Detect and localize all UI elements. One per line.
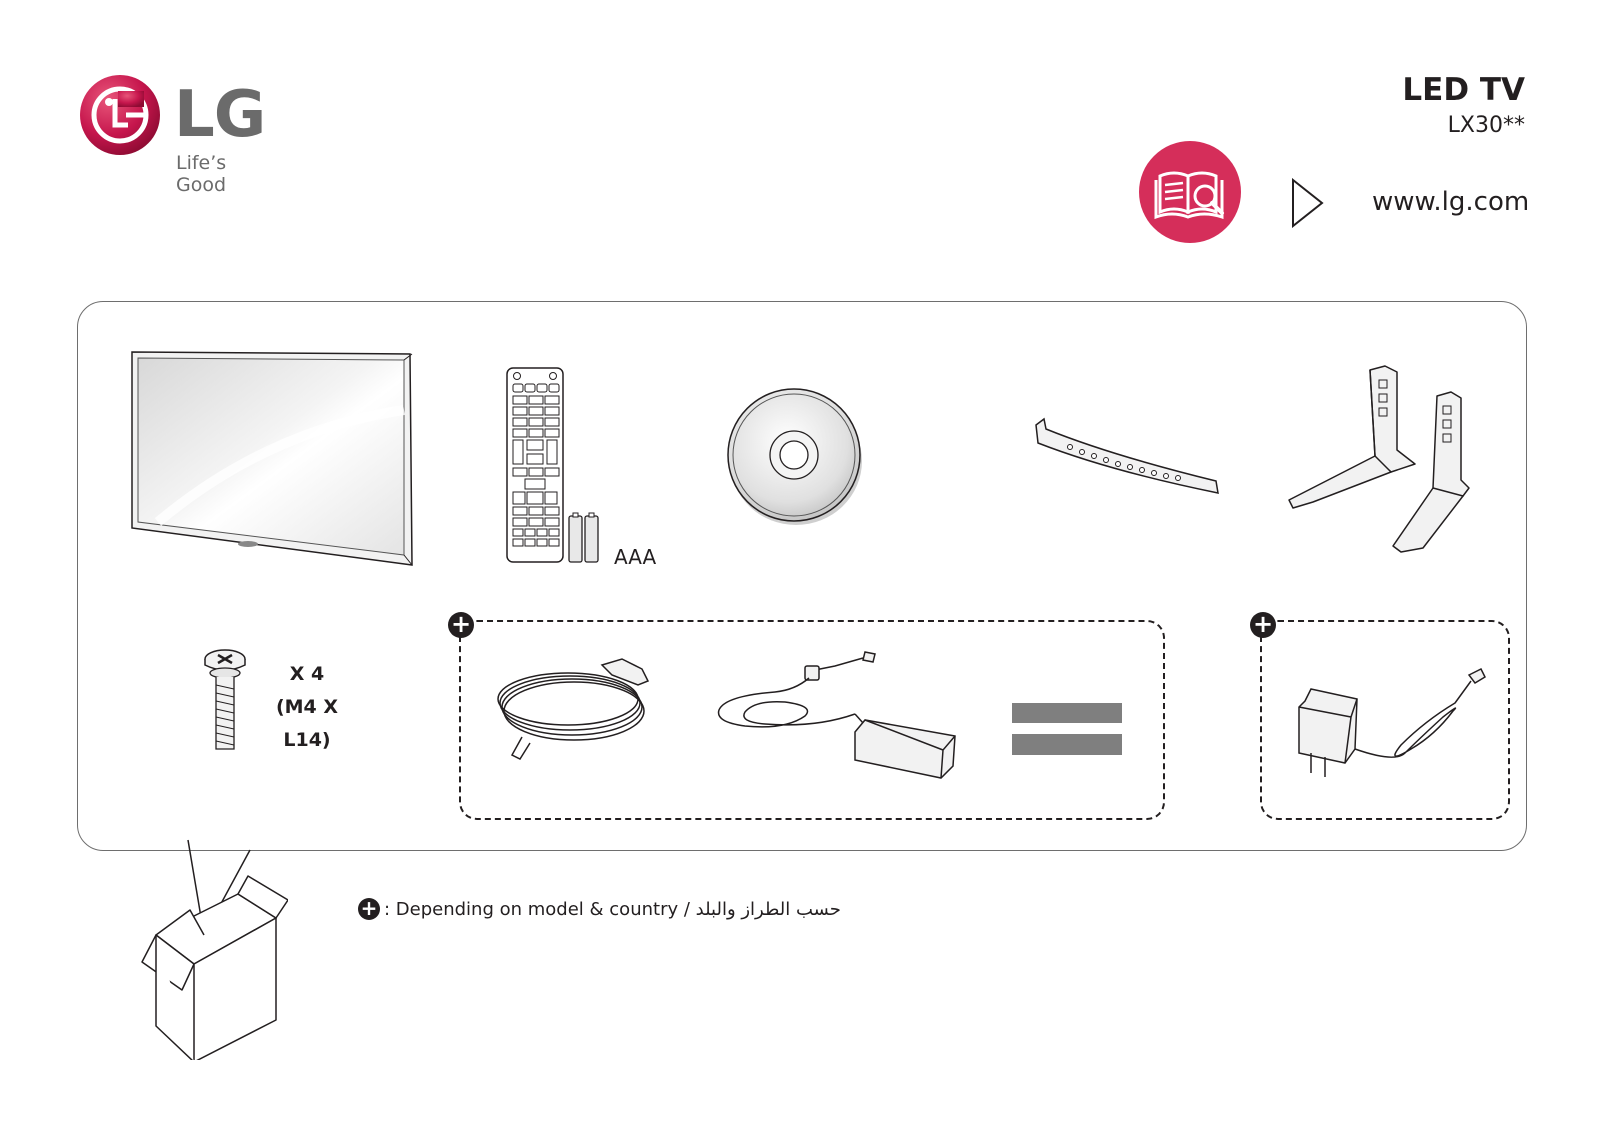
- screw-label: X 4 (M4 X L14): [252, 658, 362, 757]
- model-number: LX30**: [1447, 113, 1525, 138]
- product-title: LED TV: [1402, 72, 1525, 108]
- components-panel: [77, 301, 1527, 851]
- ac-dc-adapter-illustration: [717, 651, 956, 779]
- lg-logo: LG Life’s Good: [78, 73, 278, 196]
- triangle-arrow-icon: [1292, 178, 1324, 228]
- lg-logo-mark: [80, 75, 160, 155]
- batteries-label: AAA: [614, 545, 657, 569]
- wall-adapter-illustration: [1298, 667, 1486, 777]
- screw-quantity: X 4: [289, 663, 325, 685]
- equals-sign-illustration: [1012, 703, 1122, 755]
- stand-illustration: [1288, 365, 1470, 553]
- manual-book-icon: [1139, 141, 1241, 243]
- batteries-illustration: [568, 512, 599, 563]
- optional-marker-icon: +: [448, 612, 474, 638]
- footnote: + : Depending on model & country / حسب ا…: [358, 896, 841, 922]
- package-box-illustration: [141, 839, 288, 1060]
- lg-slogan: Life’s Good: [176, 152, 227, 196]
- screw-spec: (M4 X L14): [275, 696, 339, 751]
- optional-power-group: [459, 620, 1165, 820]
- lg-wordmark: LG: [174, 78, 266, 152]
- tv-illustration: [131, 351, 413, 566]
- cd-illustration: [727, 388, 862, 525]
- remote-control-illustration: [506, 367, 564, 563]
- optional-marker-icon-2: +: [1250, 612, 1276, 638]
- website-url[interactable]: www.lg.com: [1372, 187, 1530, 217]
- power-cord-illustration: [497, 658, 650, 760]
- optional-adapter-group: [1260, 620, 1510, 820]
- footnote-marker-icon: +: [358, 898, 380, 920]
- cable-holder-illustration: [1035, 417, 1219, 494]
- screw-illustration: [204, 649, 246, 750]
- footnote-text: : Depending on model & country / حسب الط…: [384, 898, 841, 920]
